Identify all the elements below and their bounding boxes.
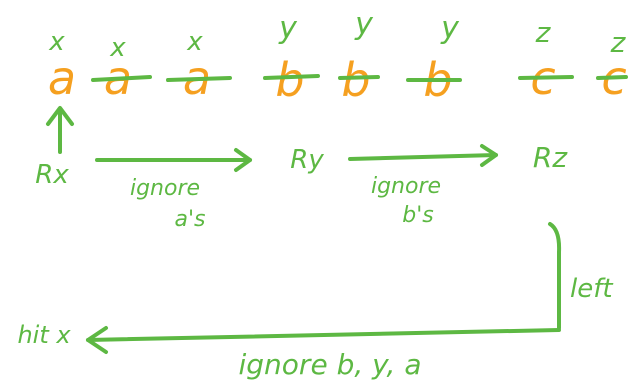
label-ignore-a-line1: ignore [130,176,200,201]
label-ignore-bya: ignore b, y, a [239,348,422,381]
sequence-row: x a x a x a y b y b y b z c z c [48,7,628,107]
strike-mark [263,74,320,80]
tag-label: y [278,11,298,46]
label-left: left [570,274,613,304]
strike-mark [518,75,574,80]
strike-mark [166,76,232,82]
tag-label: z [535,16,552,49]
tag-label: x [186,27,203,57]
tag-label: x [48,27,65,57]
label-ignore-b-line2: b's [402,203,433,228]
strike-mark [596,75,628,80]
arrow-ry-rz [348,144,498,167]
state-ry: Ry [290,145,324,175]
label-ignore-b-line1: ignore [371,174,441,199]
arrow-rx-ry [95,148,252,172]
tag-label: y [354,7,374,42]
label-hit-x: hit x [17,321,71,349]
sequence-char: a [48,51,76,105]
arrow-rz-back [86,222,562,354]
label-ignore-a-line2: a's [175,207,206,232]
state-rx: Rx [35,160,69,190]
tag-label: y [440,11,460,46]
tag-label: x [109,33,126,63]
state-rz: Rz [533,141,568,174]
tag-label: z [610,26,627,59]
up-arrow [46,106,74,154]
sequence-char: b [275,53,304,107]
strike-mark [91,75,152,82]
strike-mark [338,75,380,80]
sequence-char: b [341,53,370,107]
